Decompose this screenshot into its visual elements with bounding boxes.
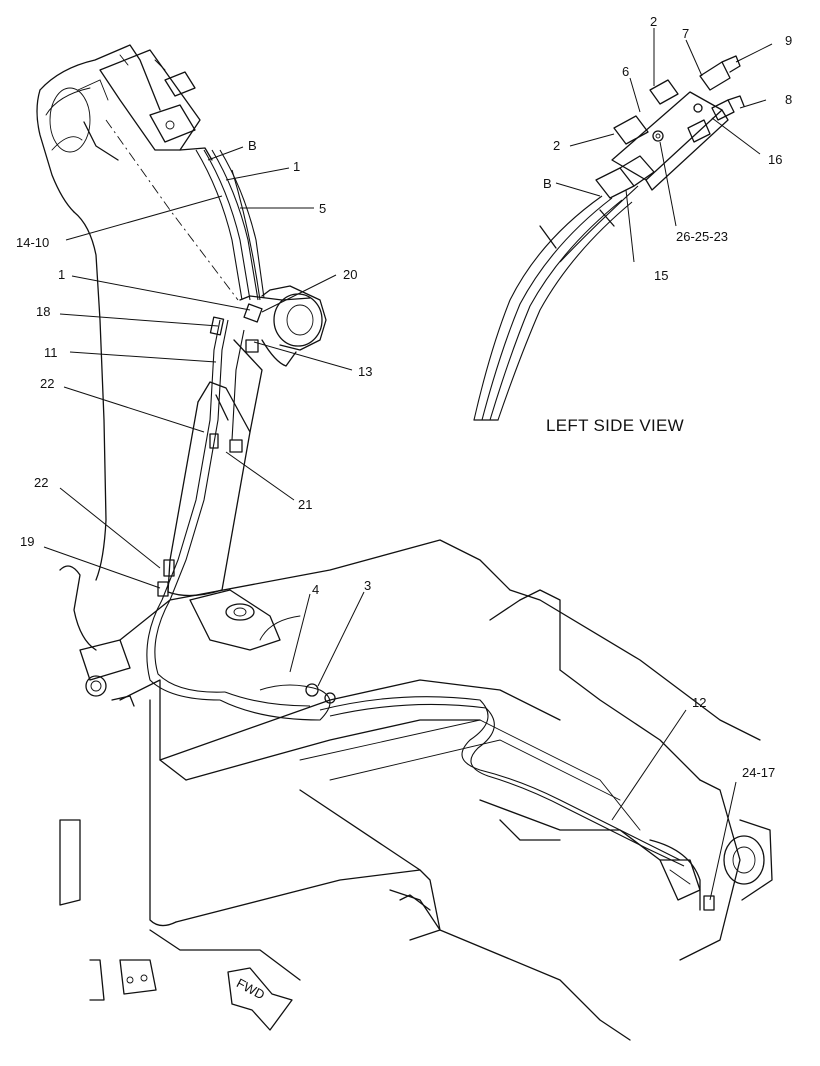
callout-3: 3	[364, 578, 371, 593]
callout-13: 13	[358, 364, 372, 379]
callout-side-8: 8	[785, 92, 792, 107]
leader-lines-side	[555, 28, 773, 263]
callout-14-10: 14-10	[16, 235, 49, 250]
callout-side-6: 6	[622, 64, 629, 79]
callout-21: 21	[298, 497, 312, 512]
line-assembly-12	[319, 696, 685, 867]
callout-side-2-left: 2	[553, 138, 560, 153]
callout-side-2-top: 2	[650, 14, 657, 29]
hose-fittings	[157, 303, 336, 704]
callout-4: 4	[312, 582, 319, 597]
callout-22-low: 22	[34, 475, 48, 490]
callout-19: 19	[20, 534, 34, 549]
callout-side-7: 7	[682, 26, 689, 41]
callout-b: B	[248, 138, 257, 153]
callout-22-top: 22	[40, 376, 54, 391]
callouts-side: 2 7 9 6 8 2 16 B 26-25-23 15	[543, 14, 792, 283]
view-label: LEFT SIDE VIEW	[546, 416, 684, 435]
left-side-view: 2 7 9 6 8 2 16 B 26-25-23 15 LEFT SIDE V…	[473, 14, 792, 435]
stick-arm	[36, 44, 239, 651]
side-view-valve	[595, 55, 745, 199]
callout-12: 12	[692, 695, 706, 710]
lower-frame	[59, 779, 773, 1001]
callout-1-top: 1	[293, 159, 300, 174]
leader-lines-main	[43, 146, 737, 901]
callout-5: 5	[319, 201, 326, 216]
fwd-label: FWD	[234, 975, 267, 1002]
callout-11: 11	[44, 345, 58, 360]
attachment-valve-block	[99, 49, 213, 161]
fwd-arrow: FWD	[227, 967, 293, 1031]
callout-side-16: 16	[768, 152, 782, 167]
upper-frame	[79, 539, 761, 1041]
hose-assembly-main	[146, 149, 331, 721]
callout-side-b: B	[543, 176, 552, 191]
callout-side-9: 9	[785, 33, 792, 48]
callout-18: 18	[36, 304, 50, 319]
callout-24-17: 24-17	[742, 765, 775, 780]
callout-1-mid: 1	[58, 267, 65, 282]
callout-side-26-25-23: 26-25-23	[676, 229, 728, 244]
main-view: FWD B 1 5 14-10 1	[16, 44, 775, 1041]
callout-20: 20	[343, 267, 357, 282]
callout-side-15: 15	[654, 268, 668, 283]
callouts-main: B 1 5 14-10 1 20 18 11 13 22 21 22 19 4 …	[16, 138, 775, 780]
boom-cylinder	[167, 285, 327, 597]
side-view-hoses	[473, 185, 639, 421]
